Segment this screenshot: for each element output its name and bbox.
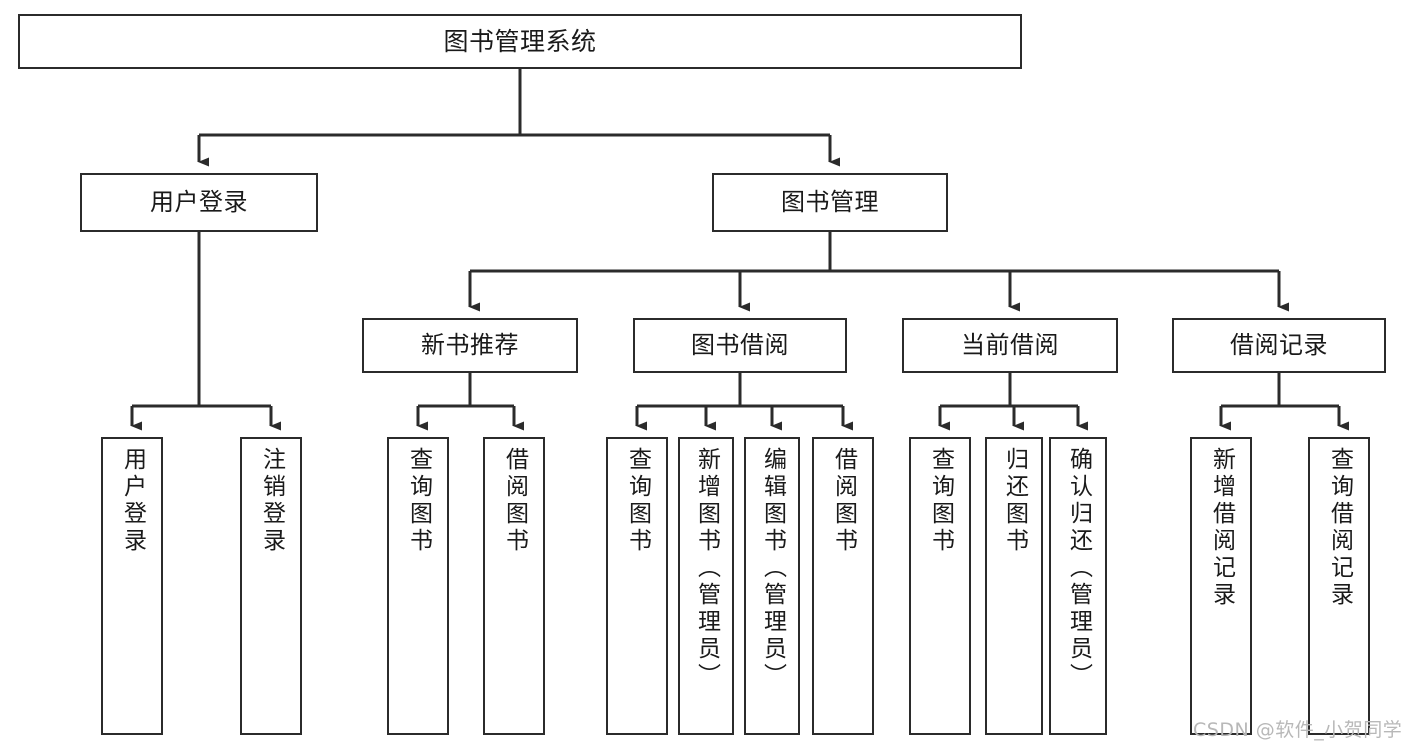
node-label: 当前借阅 [961, 331, 1059, 360]
node-label: 注销登录 [258, 447, 285, 555]
node-leaf-add-record[interactable]: 新增借阅记录 [1190, 437, 1252, 735]
node-current-borrow[interactable]: 当前借阅 [902, 318, 1118, 373]
node-label: 新书推荐 [421, 331, 519, 360]
node-leaf-query-record[interactable]: 查询借阅记录 [1308, 437, 1370, 735]
node-leaf-query-book-1[interactable]: 查询图书 [387, 437, 449, 735]
node-label: 图书管理 [781, 188, 879, 217]
node-new-book-rec[interactable]: 新书推荐 [362, 318, 578, 373]
node-borrow-record[interactable]: 借阅记录 [1172, 318, 1386, 373]
node-leaf-query-book-2[interactable]: 查询图书 [606, 437, 668, 735]
node-label: 查询借阅记录 [1326, 447, 1353, 609]
node-label: 查询图书 [405, 447, 432, 555]
node-label: 用户登录 [150, 188, 248, 217]
node-root-system[interactable]: 图书管理系统 [18, 14, 1022, 69]
node-label: 借阅记录 [1230, 331, 1328, 360]
node-label: 查询图书 [624, 447, 651, 555]
node-leaf-edit-book[interactable]: 编辑图书（管理员） [744, 437, 800, 735]
node-leaf-borrow-book-2[interactable]: 借阅图书 [812, 437, 874, 735]
node-label: 图书借阅 [691, 331, 789, 360]
node-leaf-user-logout[interactable]: 注销登录 [240, 437, 302, 735]
node-label: 编辑图书（管理员） [759, 447, 786, 690]
node-label: 新增借阅记录 [1208, 447, 1235, 609]
node-label: 归还图书 [1001, 447, 1028, 555]
node-leaf-query-book-3[interactable]: 查询图书 [909, 437, 971, 735]
node-book-borrow[interactable]: 图书借阅 [633, 318, 847, 373]
node-label: 新增图书（管理员） [693, 447, 720, 690]
node-leaf-confirm-return[interactable]: 确认归还（管理员） [1049, 437, 1107, 735]
node-label: 借阅图书 [501, 447, 528, 555]
watermark-credit: CSDN @软件_小贺同学 [1193, 719, 1403, 741]
node-label: 借阅图书 [830, 447, 857, 555]
node-user-login[interactable]: 用户登录 [80, 173, 318, 232]
node-leaf-return-book[interactable]: 归还图书 [985, 437, 1043, 735]
node-label: 查询图书 [927, 447, 954, 555]
node-leaf-user-login[interactable]: 用户登录 [101, 437, 163, 735]
node-leaf-borrow-book-1[interactable]: 借阅图书 [483, 437, 545, 735]
node-label: 确认归还（管理员） [1065, 447, 1092, 690]
node-leaf-add-book[interactable]: 新增图书（管理员） [678, 437, 734, 735]
node-label: 图书管理系统 [443, 26, 597, 56]
node-label: 用户登录 [119, 447, 146, 555]
node-book-manage[interactable]: 图书管理 [712, 173, 948, 232]
